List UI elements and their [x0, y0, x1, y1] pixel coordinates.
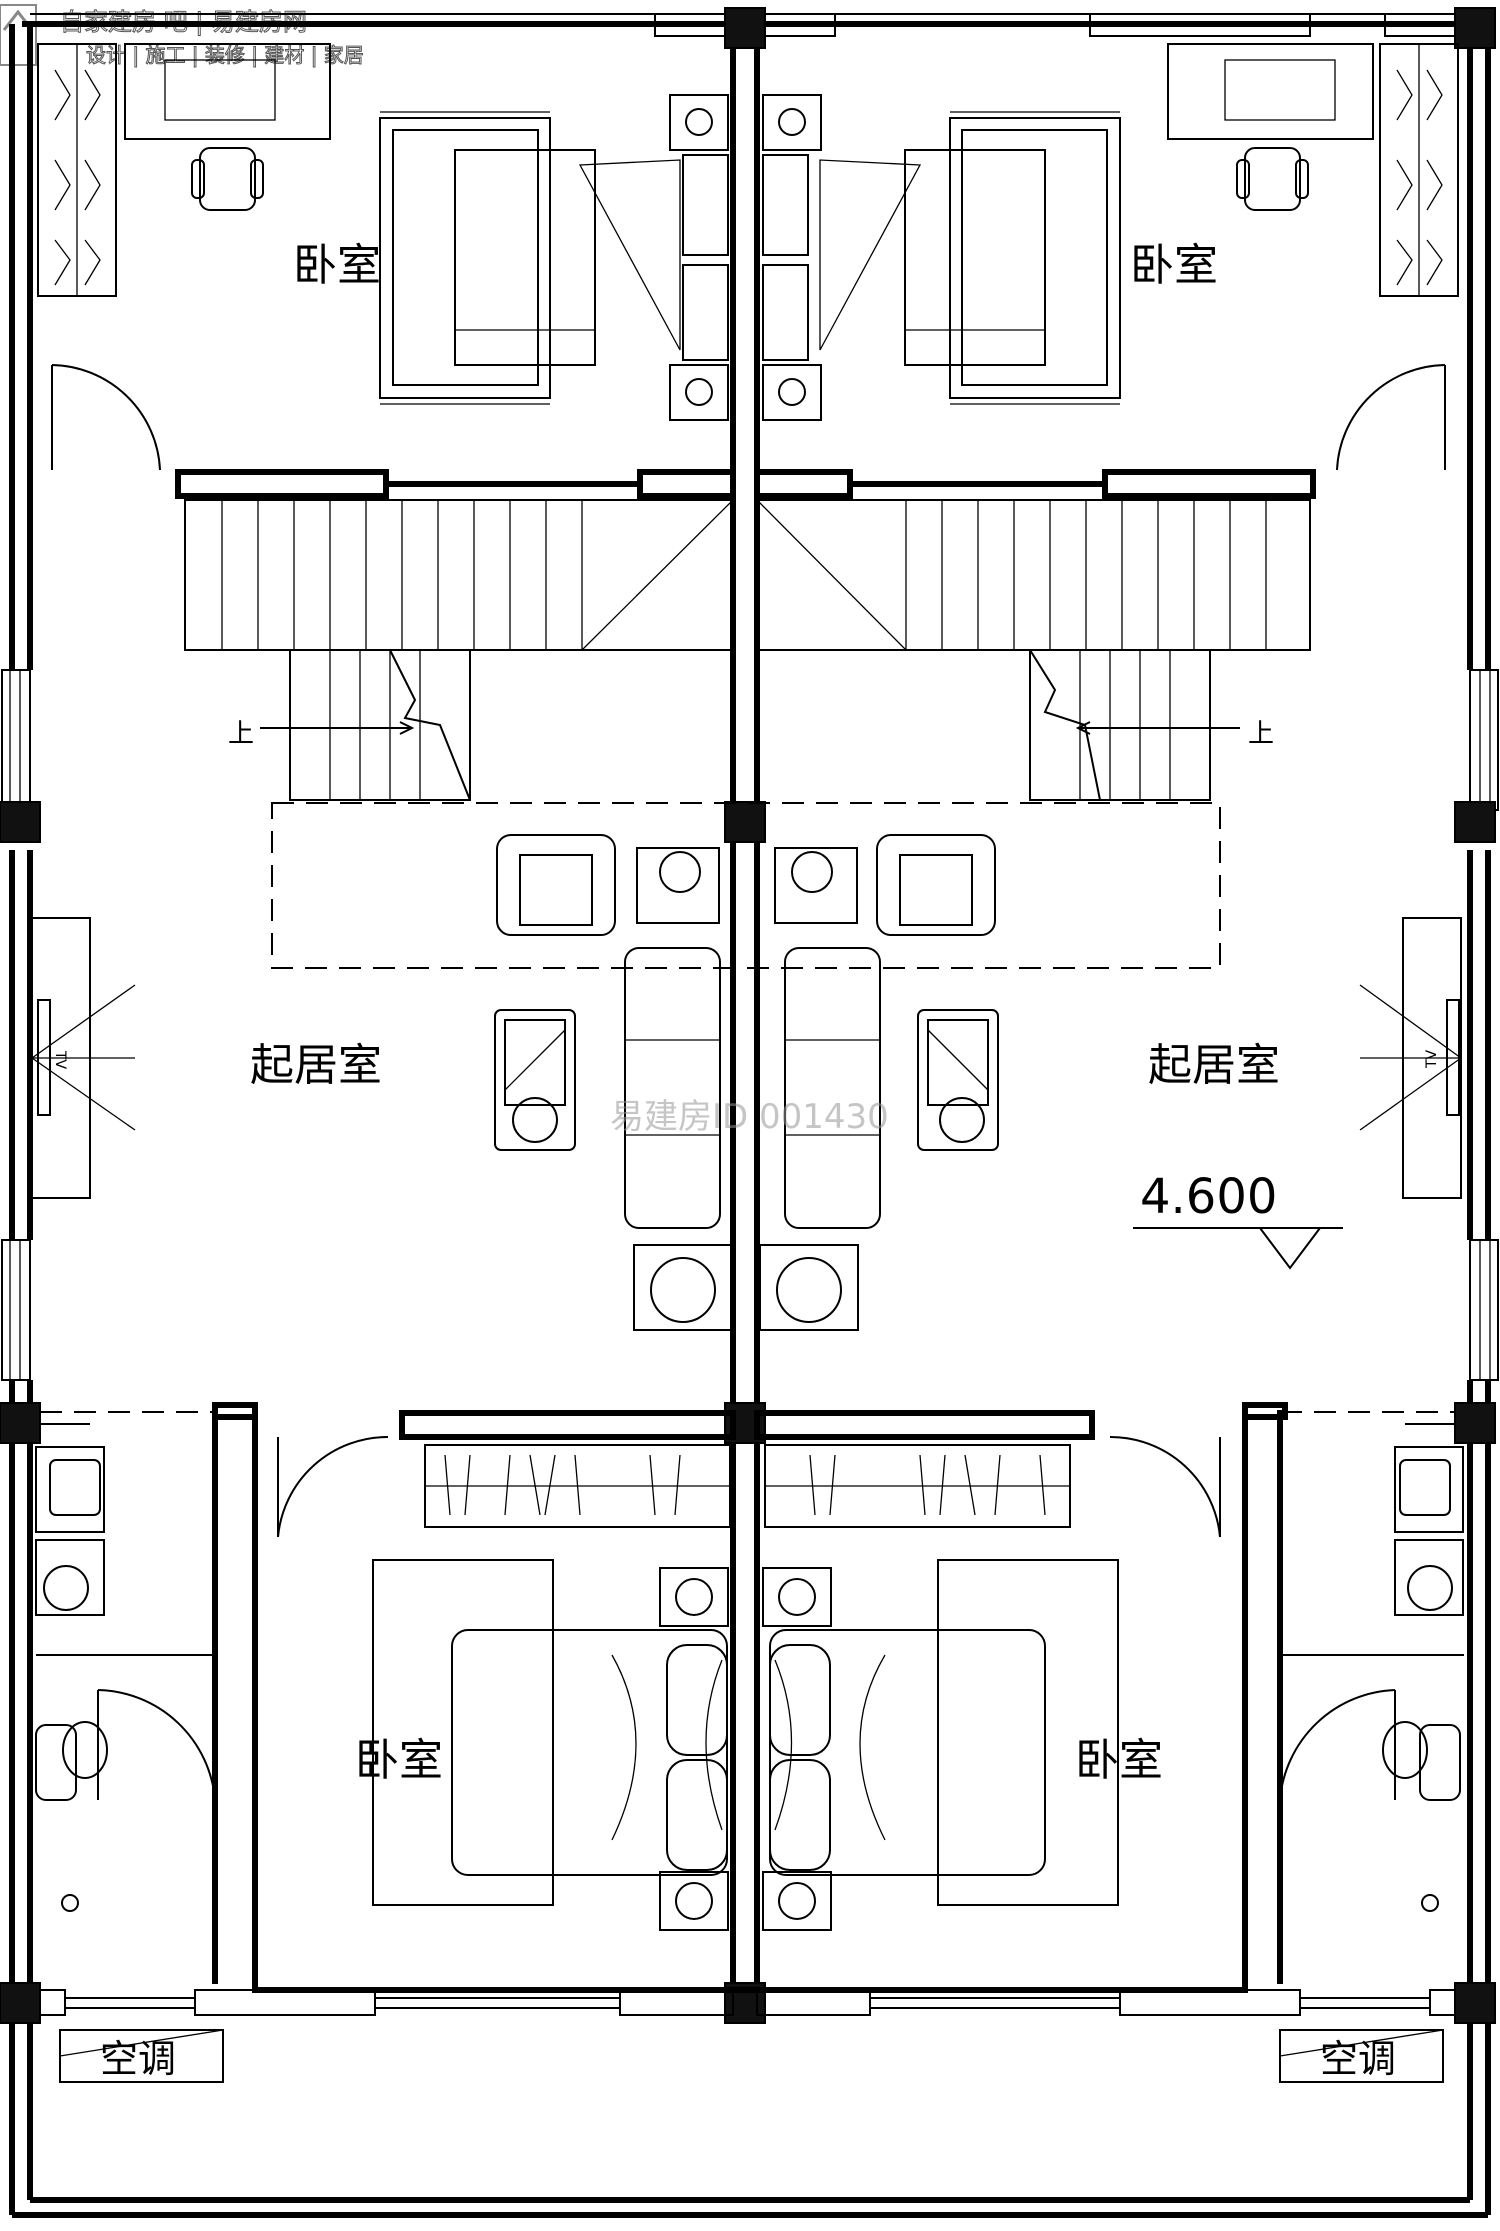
tv-label-right: TV	[1424, 1049, 1440, 1069]
room-label-bedroom-top-left: 卧室	[293, 240, 381, 291]
ac-label-left: 空调	[100, 2037, 176, 2081]
ac-label-right: 空调	[1320, 2037, 1396, 2081]
structural-columns	[0, 7, 1496, 2024]
stair-up-left: 上	[228, 719, 254, 749]
logo-subtitle: 设计 | 施工 | 装修 | 建材 | 家居	[86, 43, 364, 67]
room-label-bedroom-bottom-right: 卧室	[1075, 1735, 1163, 1786]
room-label-living-right: 起居室	[1148, 1040, 1280, 1091]
top-bedrooms: 卧室 卧室	[37, 43, 1459, 471]
stairs: 上 上	[175, 469, 1316, 801]
bottom-rooms: 卧室 卧室	[35, 1402, 1464, 2016]
stair-up-right: 上	[1248, 719, 1274, 749]
living-rooms: TV TV 起居室 起居室 4.600	[31, 802, 1462, 1331]
tv-label-left: TV	[52, 1050, 68, 1070]
watermark: 易建房ID 001430	[610, 1097, 889, 1137]
room-label-bedroom-bottom-left: 卧室	[355, 1735, 443, 1786]
room-label-bedroom-top-right: 卧室	[1130, 240, 1218, 291]
room-label-living-left: 起居室	[250, 1040, 382, 1091]
party-wall	[730, 24, 760, 2015]
ac-units: 空调 空调	[59, 2029, 1444, 2083]
elevation-mark: 4.600	[1140, 1169, 1277, 1225]
